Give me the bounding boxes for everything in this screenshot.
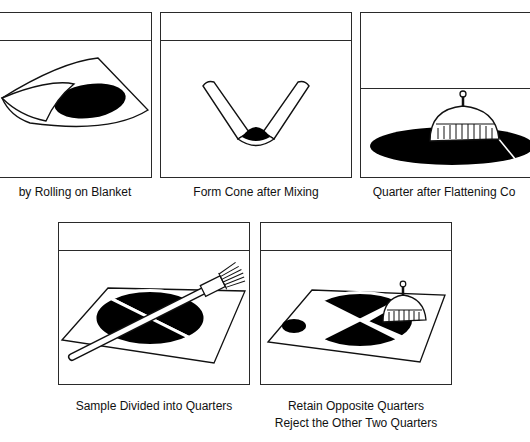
header-rule [260, 250, 452, 251]
retained-quarters [268, 281, 445, 362]
caption-block: Form Cone after Mixing [160, 184, 352, 201]
blanket-rolling [2, 58, 148, 126]
caption-block: Sample Divided into Quarters [58, 398, 250, 415]
blanket-flap [203, 82, 249, 140]
dustpan [383, 295, 426, 322]
trowel-ribs [436, 124, 494, 139]
blanket-flap [263, 82, 309, 140]
panel-caption: Quarter after Flattening Co [360, 184, 528, 201]
flattened-cone [370, 91, 530, 165]
sample-cone [203, 82, 309, 146]
panel-frame [360, 12, 530, 178]
trowel-knob [460, 91, 466, 97]
step-panel: by Rolling on Blanket [0, 12, 152, 178]
cone-pile [242, 127, 270, 141]
panel-caption: Reject the Other Two Quarters [260, 415, 452, 432]
panel-frame [260, 222, 452, 385]
step-panel: Quarter after Flattening Co [360, 12, 530, 178]
brush-handle [72, 290, 205, 357]
header-rule [0, 40, 152, 41]
panel-frame [160, 12, 352, 178]
brush-handle [72, 290, 205, 357]
dustpan-ribs [387, 310, 422, 321]
blanket [2, 58, 148, 126]
panel-frame [58, 222, 250, 385]
caption-block: by Rolling on Blanket [0, 184, 152, 201]
step-panel: Sample Divided into Quarters [58, 222, 250, 385]
quartering [62, 261, 247, 363]
rejected-quarter [282, 319, 306, 333]
trowel [430, 106, 499, 141]
caption-block: Quarter after Flattening Co [360, 184, 528, 201]
step-panel: Form Cone after Mixing [160, 12, 352, 178]
panel-caption: Retain Opposite Quarters [260, 398, 452, 415]
panel-caption: Sample Divided into Quarters [58, 398, 250, 415]
header-rule [58, 250, 250, 251]
sheet [268, 290, 445, 362]
cut-line [498, 138, 516, 160]
brush [198, 261, 247, 300]
header-rule [360, 88, 530, 89]
caption-block: Retain Opposite QuartersReject the Other… [260, 398, 452, 432]
panel-caption: Form Cone after Mixing [160, 184, 352, 201]
header-rule [160, 40, 352, 41]
sheet [62, 288, 245, 363]
panel-caption: by Rolling on Blanket [0, 184, 152, 201]
blanket-fold [2, 83, 74, 121]
step-panel: Retain Opposite QuartersReject the Other… [260, 222, 452, 385]
dustpan-knob [400, 281, 406, 287]
panel-frame [0, 12, 152, 178]
